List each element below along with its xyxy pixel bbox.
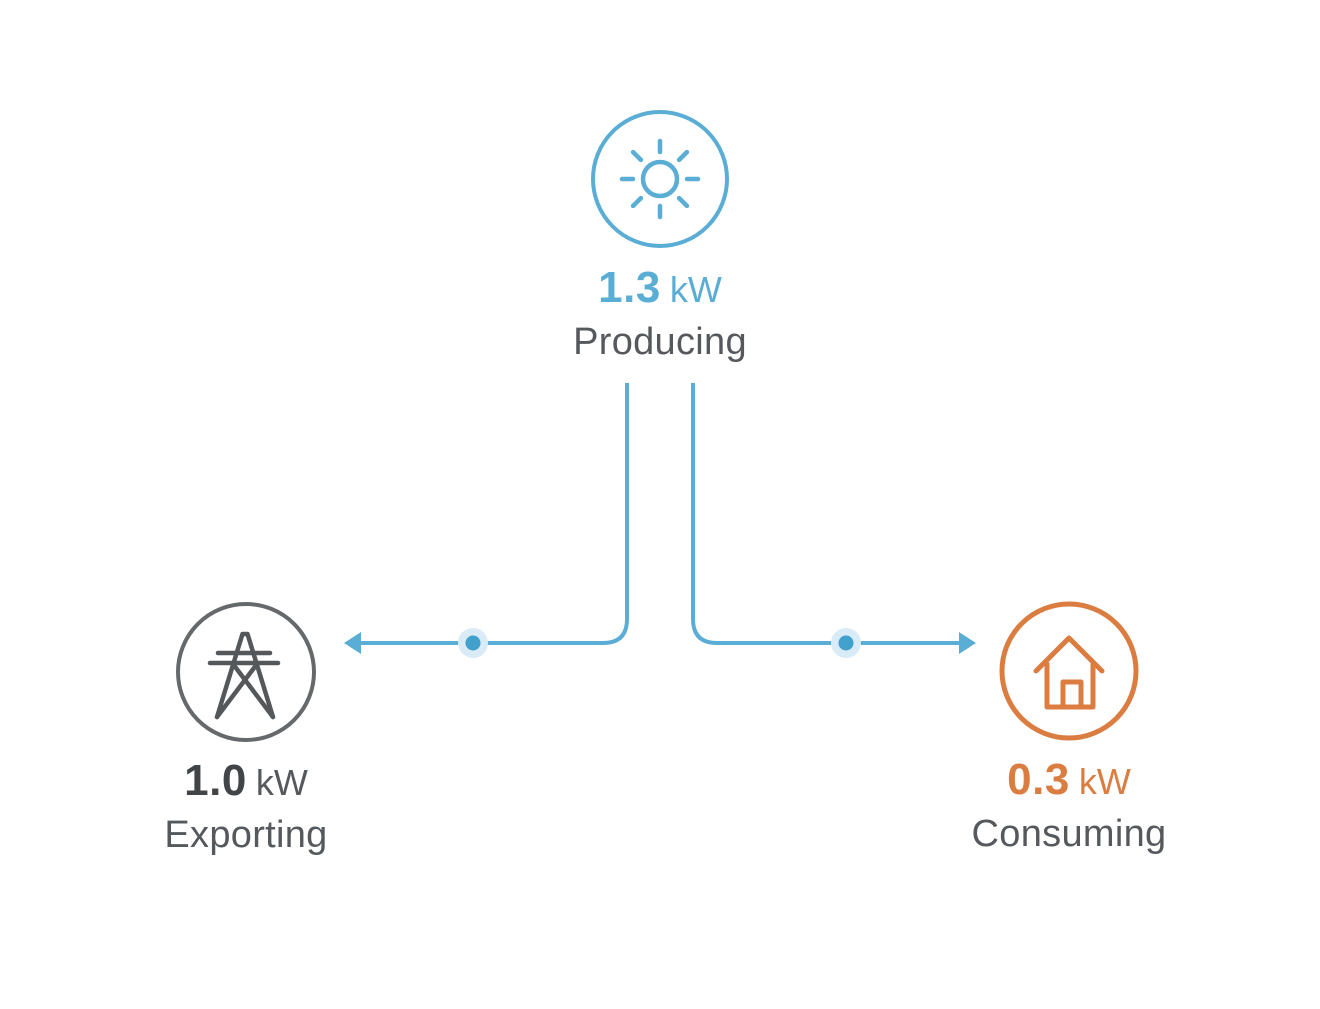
consuming-value-unit: kW (1078, 761, 1131, 802)
producing-node: 1.3 kW Producing (480, 109, 840, 361)
arrow-left-icon (344, 632, 361, 654)
flow-dot (465, 635, 481, 651)
arrow-right-icon (959, 632, 976, 654)
flow-to-grid-line (344, 383, 629, 658)
flow-to-house-line (691, 383, 976, 658)
flow-to-house-path (691, 383, 960, 645)
house-icon (999, 601, 1139, 741)
exporting-label: Exporting (164, 814, 328, 856)
producing-label: Producing (573, 321, 747, 363)
producing-value-unit: kW (669, 269, 722, 310)
exporting-value-number: 1.0 (184, 756, 247, 805)
producing-value-number: 1.3 (598, 263, 661, 312)
sun-icon (591, 110, 729, 248)
flow-dot (838, 635, 854, 651)
flow-to-grid-path (360, 383, 629, 645)
consuming-value: 0.3 kW (1007, 758, 1131, 802)
producing-value: 1.3 kW (598, 266, 722, 310)
consuming-label: Consuming (971, 813, 1167, 855)
exporting-value: 1.0 kW (184, 759, 308, 803)
consuming-node: 0.3 kW Consuming (889, 601, 1249, 853)
exporting-node: 1.0 kW Exporting (66, 602, 426, 854)
exporting-value-unit: kW (255, 762, 308, 803)
grid-pylon-icon (176, 602, 316, 742)
consuming-value-number: 0.3 (1007, 755, 1070, 804)
